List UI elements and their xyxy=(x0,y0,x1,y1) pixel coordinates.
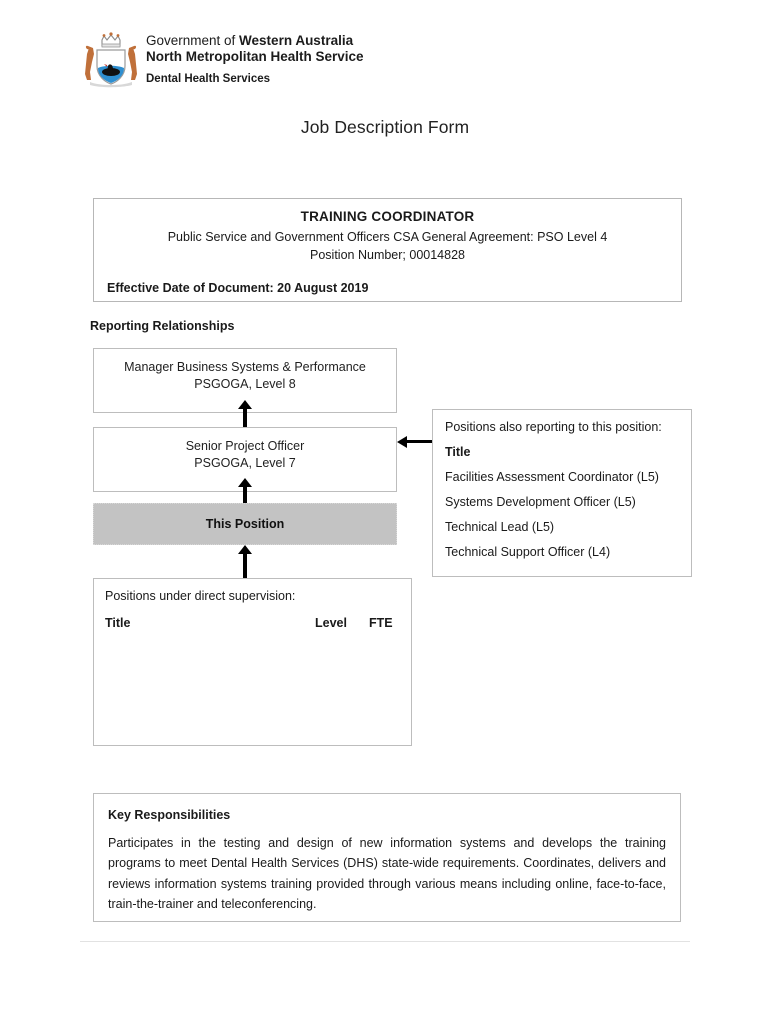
also-reporting-caption: Positions also reporting to this positio… xyxy=(445,420,662,434)
position-summary-box: TRAINING COORDINATOR Public Service and … xyxy=(93,198,682,302)
reporting-relationships-heading: Reporting Relationships xyxy=(90,319,235,333)
org-box-manager-title: Manager Business Systems & Performance xyxy=(124,360,366,374)
footer-divider xyxy=(80,941,690,942)
direct-supervision-header-row: Title Level FTE xyxy=(105,616,411,630)
arrow-up-icon-senior-to-manager xyxy=(238,400,252,428)
key-responsibilities-box: Key Responsibilities Participates in the… xyxy=(93,793,681,922)
brand-text: Government of Western Australia North Me… xyxy=(146,33,364,86)
list-item: Systems Development Officer (L5) xyxy=(445,495,636,509)
column-header-title: Title xyxy=(105,616,131,630)
org-box-this-position-label: This Position xyxy=(205,517,285,531)
also-reporting-box: Positions also reporting to this positio… xyxy=(432,409,692,577)
wa-coat-of-arms-icon xyxy=(82,28,140,90)
list-item: Technical Lead (L5) xyxy=(445,520,555,534)
brand-line-government: Government of Western Australia xyxy=(146,33,364,49)
org-box-supervisor-title: Senior Project Officer xyxy=(185,439,305,453)
brand-line-service: North Metropolitan Health Service xyxy=(146,49,364,65)
position-number: Position Number; 00014828 xyxy=(310,248,465,262)
list-item: Technical Support Officer (L4) xyxy=(445,545,611,559)
org-box-supervisor-classification: PSGOGA, Level 7 xyxy=(194,455,296,470)
page-title: Job Description Form xyxy=(300,117,470,137)
arrow-left-icon-also-reporting xyxy=(397,436,433,448)
column-header-level: Level xyxy=(315,616,347,630)
arrow-up-icon-supervised-to-this xyxy=(238,545,252,579)
brand-line-government-prefix: Government of xyxy=(146,33,240,48)
key-responsibilities-body: Participates in the testing and design o… xyxy=(108,836,666,911)
brand-line-government-emphasis: Western Australia xyxy=(239,33,354,48)
key-responsibilities-heading: Key Responsibilities xyxy=(108,808,231,822)
brand-header: Government of Western Australia North Me… xyxy=(82,28,502,92)
org-box-manager-classification: PSGOGA, Level 8 xyxy=(194,376,296,391)
effective-date: Effective Date of Document: 20 August 20… xyxy=(107,281,369,295)
arrow-up-icon-this-to-supervisor xyxy=(238,478,252,504)
position-title: TRAINING COORDINATOR xyxy=(300,209,475,224)
direct-supervision-caption: Positions under direct supervision: xyxy=(105,589,296,603)
also-reporting-column-title: Title xyxy=(445,445,471,459)
position-agreement: Public Service and Government Officers C… xyxy=(167,230,608,244)
org-box-this-position: This Position xyxy=(93,503,397,545)
brand-line-unit: Dental Health Services xyxy=(146,72,271,85)
list-item: Facilities Assessment Coordinator (L5) xyxy=(445,470,659,484)
column-header-fte: FTE xyxy=(369,616,393,630)
direct-supervision-box: Positions under direct supervision: Titl… xyxy=(93,578,412,746)
